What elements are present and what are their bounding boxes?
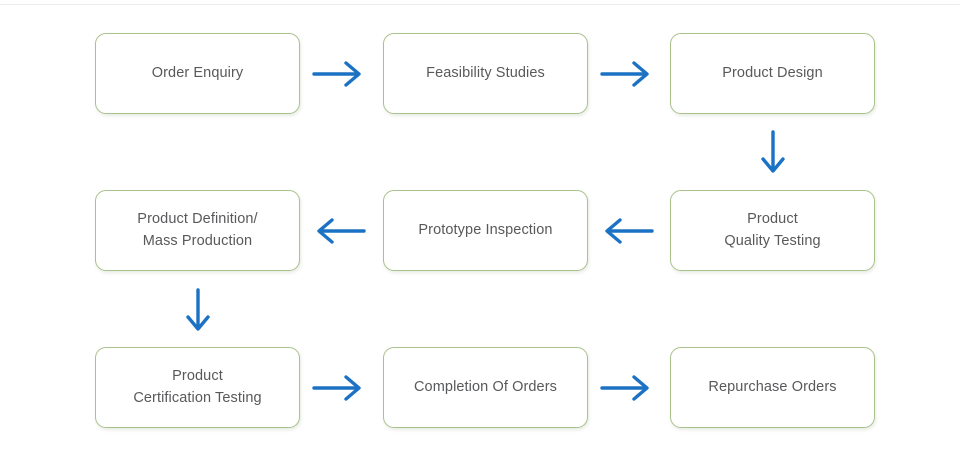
arrow-right-product-certification-testing-to-completion-of-orders	[310, 372, 368, 404]
arrow-down-product-definition-to-product-certification-testing	[182, 286, 214, 336]
flow-node-label: Completion Of Orders	[413, 378, 558, 395]
top-divider	[0, 4, 960, 5]
flow-node-product-design[interactable]: Product Design	[670, 33, 875, 114]
flow-node-feasibility-studies[interactable]: Feasibility Studies	[383, 33, 588, 114]
flow-node-prototype-inspection[interactable]: Prototype Inspection	[383, 190, 588, 271]
flow-node-label: Repurchase Orders	[708, 378, 837, 395]
arrow-right-completion-of-orders-to-repurchase-orders	[598, 372, 656, 404]
flow-node-product-certification-testing[interactable]: Product Certification Testing	[95, 347, 300, 428]
flow-node-label: Product Certification Testing	[133, 368, 262, 406]
flow-node-order-enquiry[interactable]: Order Enquiry	[95, 33, 300, 114]
arrow-left-product-quality-testing-to-prototype-inspection	[598, 215, 656, 247]
flow-node-label: Product Quality Testing	[724, 211, 821, 249]
arrow-down-product-design-to-product-quality-testing	[757, 128, 789, 178]
flow-node-label: Product Definition/ Mass Production	[137, 211, 258, 249]
flow-node-label: Order Enquiry	[151, 64, 244, 81]
arrow-left-prototype-inspection-to-product-definition	[310, 215, 368, 247]
arrow-right-feasibility-studies-to-product-design	[598, 58, 656, 90]
flow-node-label: Prototype Inspection	[418, 221, 553, 238]
flow-node-label: Product Design	[722, 64, 823, 81]
flow-node-label: Feasibility Studies	[426, 64, 545, 81]
flow-node-completion-of-orders[interactable]: Completion Of Orders	[383, 347, 588, 428]
arrow-right-order-enquiry-to-feasibility-studies	[310, 58, 368, 90]
flow-node-product-definition-mass-production[interactable]: Product Definition/ Mass Production	[95, 190, 300, 271]
flow-node-product-quality-testing[interactable]: Product Quality Testing	[670, 190, 875, 271]
flow-node-repurchase-orders[interactable]: Repurchase Orders	[670, 347, 875, 428]
